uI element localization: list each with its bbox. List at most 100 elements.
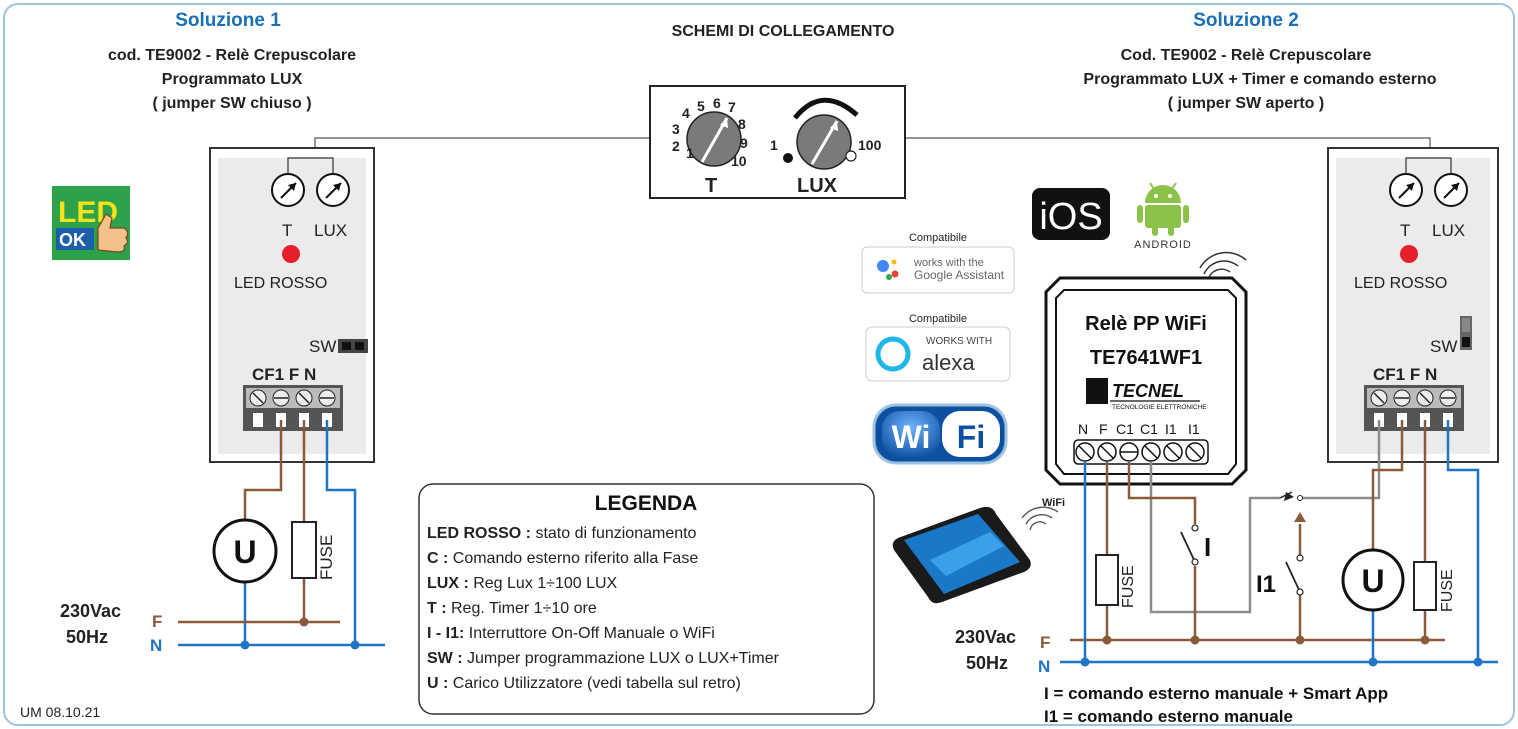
android-logo: ANDROID <box>1134 182 1192 251</box>
legend-row-led: LED ROSSO : stato di funzionamento <box>427 525 697 542</box>
right-solution-line1: Cod. TE9002 - Relè Crepuscolare <box>1121 47 1372 64</box>
t-num-10: 10 <box>731 153 747 169</box>
relay-line1: Relè PP WiFi <box>1085 313 1207 335</box>
alexa-line1: WORKS WITH <box>926 336 992 347</box>
google-assistant-icon <box>877 260 889 272</box>
left-t-label: T <box>282 221 292 240</box>
alexa-ring-icon <box>875 336 911 372</box>
relay-brand-sub: TECNOLOGIE ELETTRONICHE <box>1112 404 1207 411</box>
right-fuse-2-icon <box>1413 561 1437 611</box>
relay-line2: TE7641WF1 <box>1090 347 1202 369</box>
switch-i-label: I <box>1204 532 1211 562</box>
right-phase-label: F <box>1040 633 1050 652</box>
legend-title: LEGENDA <box>595 492 698 515</box>
smartphone: WiFi <box>892 497 1065 604</box>
left-sw-label: SW <box>309 337 336 356</box>
right-solution-line2: Programmato LUX + Timer e comando estern… <box>1083 71 1436 88</box>
thumbs-up-icon <box>97 213 129 253</box>
right-device: T LUX LED ROSSO SW CF1 F N <box>1327 147 1499 463</box>
left-terminal-labels: CF1 F N <box>252 365 316 384</box>
wifi-right-text: Fi <box>957 419 985 455</box>
left-load-icon <box>212 518 278 584</box>
right-fuse-1-icon <box>1095 554 1119 606</box>
right-wiring <box>1060 420 1498 667</box>
t-num-3: 3 <box>672 121 680 137</box>
page-title: SCHEMI DI COLLEGAMENTO <box>672 23 895 40</box>
legend-row-t: T : Reg. Timer 1÷10 ore <box>427 600 597 617</box>
right-lux-label: LUX <box>1432 221 1465 240</box>
left-frequency: 50Hz <box>66 627 108 647</box>
t-num-1: 1 <box>686 145 694 161</box>
badge-bottom-text: OK <box>59 230 86 250</box>
right-sw-label: SW <box>1430 337 1457 356</box>
t-num-5: 5 <box>697 98 705 114</box>
right-fuse-1-label: FUSE <box>1120 565 1137 608</box>
relay-terminal-c1a: C1 <box>1116 421 1134 437</box>
right-voltage: 230Vac <box>955 627 1016 647</box>
right-fuse-2-label: FUSE <box>1439 569 1456 612</box>
relay-terminal-i1a: I1 <box>1165 421 1177 437</box>
right-load-icon <box>1341 548 1405 612</box>
left-lux-label: LUX <box>314 221 347 240</box>
relay-terminal-c1b: C1 <box>1140 421 1158 437</box>
switch-i: I <box>1180 524 1211 566</box>
left-neutral-label: N <box>150 636 162 655</box>
left-solution-line3: ( jumper SW chiuso ) <box>152 95 311 112</box>
ios-logo: iOS <box>1032 188 1110 240</box>
note-switch-i: I = comando esterno manuale + Smart App <box>1044 684 1388 703</box>
t-dial-label: T <box>705 175 717 197</box>
wifi-logo: Wi Fi <box>872 403 1008 465</box>
right-terminal-labels: CF1 F N <box>1373 365 1437 384</box>
switch-i1: I1 <box>1256 554 1304 598</box>
right-frequency: 50Hz <box>966 653 1008 673</box>
lux-arc <box>793 97 859 120</box>
right-t-label: T <box>1400 221 1410 240</box>
left-led-label: LED ROSSO <box>234 275 327 292</box>
t-num-6: 6 <box>713 95 721 111</box>
right-solution-line3: ( jumper SW aperto ) <box>1168 95 1324 112</box>
google-caption: Compatibile <box>909 232 967 244</box>
right-load-label: U <box>1361 563 1384 599</box>
dial-panel: 1 2 3 4 5 6 7 8 9 10 T 1 100 LUX <box>649 85 906 199</box>
android-text: ANDROID <box>1134 239 1192 251</box>
relay-terminal-f: F <box>1099 421 1108 437</box>
t-num-9: 9 <box>740 135 748 151</box>
right-fuse-2: FUSE <box>1413 561 1456 612</box>
ios-text: iOS <box>1039 196 1102 238</box>
legend-row-u: U : Carico Utilizzatore (vedi tabella su… <box>427 675 741 692</box>
lux-max: 100 <box>858 137 882 153</box>
legend-row-c: C : Comando esterno riferito alla Fase <box>427 550 698 567</box>
google-assistant-badge: Compatibile works with the Google Assist… <box>861 232 1015 294</box>
led-ok-badge: LED OK <box>52 186 130 260</box>
t-num-7: 7 <box>728 99 736 115</box>
t-num-4: 4 <box>682 105 690 121</box>
left-voltage: 230Vac <box>60 601 121 621</box>
google-line1: works with the <box>913 257 984 269</box>
right-load: U <box>1341 548 1405 612</box>
alexa-caption: Compatibile <box>909 313 967 325</box>
relay-terminal-n: N <box>1078 421 1088 437</box>
lux-dial-label: LUX <box>797 175 838 197</box>
right-fuse-1: FUSE <box>1095 554 1137 608</box>
legend-row-i: I - I1: Interruttore On-Off Manuale o Wi… <box>427 625 715 642</box>
left-phase-label: F <box>152 612 162 631</box>
legend-box: LEGENDA LED ROSSO : stato di funzionamen… <box>418 483 875 715</box>
right-neutral-label: N <box>1038 657 1050 676</box>
google-line2: Google Assistant <box>914 268 1005 282</box>
left-fuse: FUSE <box>291 521 336 580</box>
left-load: U <box>212 518 278 584</box>
outer-frame <box>3 3 1515 726</box>
legend-row-lux: LUX : Reg Lux 1÷100 LUX <box>427 575 618 592</box>
t-num-8: 8 <box>738 116 746 132</box>
alexa-badge: Compatibile WORKS WITH alexa <box>865 313 1011 382</box>
phone-wifi-label: WiFi <box>1042 497 1065 509</box>
lux-min: 1 <box>770 137 778 153</box>
right-red-led-icon <box>1400 245 1418 263</box>
alexa-line2: alexa <box>922 350 975 375</box>
left-red-led-icon <box>282 245 300 263</box>
left-fuse-label: FUSE <box>317 535 336 580</box>
tecnel-logo-icon <box>1086 378 1108 404</box>
t-num-2: 2 <box>672 138 680 154</box>
android-robot-icon <box>1145 185 1181 203</box>
